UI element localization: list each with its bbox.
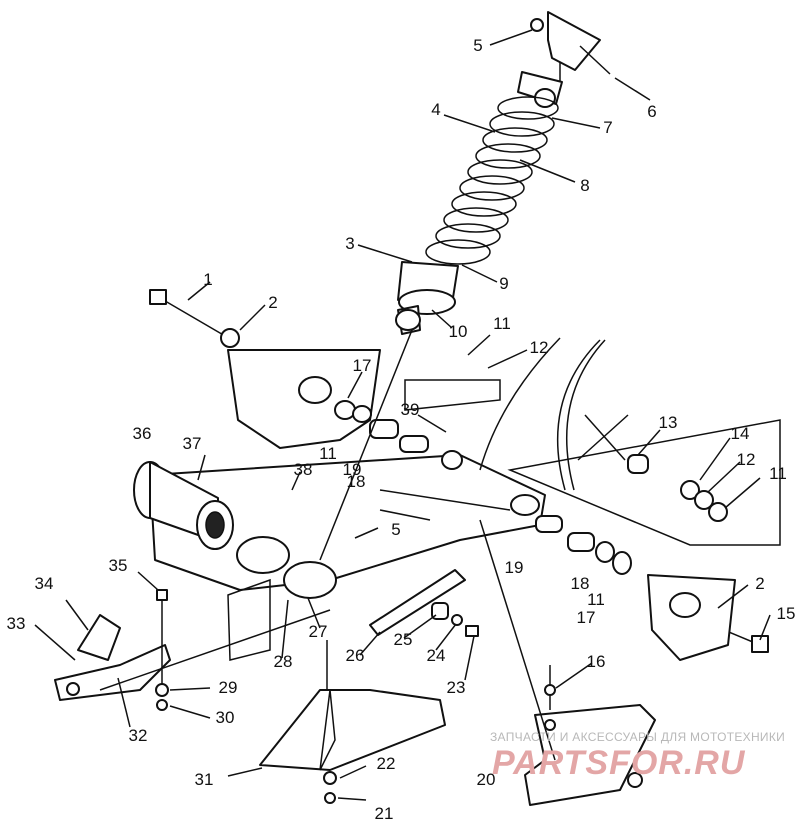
callout-3: 3	[345, 234, 355, 253]
clamps	[236, 536, 337, 599]
callout-35: 35	[108, 556, 128, 575]
callout-11-left: 11	[319, 444, 337, 463]
shock-spring	[425, 96, 559, 265]
callout-23: 23	[446, 678, 466, 697]
callout-28: 28	[273, 652, 293, 671]
callout-11-lower: 11	[587, 590, 605, 609]
callout-32: 32	[128, 726, 148, 745]
callout-5-lower: 5	[391, 520, 401, 539]
callout-19: 19	[342, 460, 362, 479]
right-bushings	[510, 494, 632, 575]
callout-11: 11	[493, 314, 511, 333]
callout-1: 1	[203, 270, 213, 289]
callout-27: 27	[308, 622, 328, 641]
callout-18: 18	[346, 472, 366, 491]
rail-slide	[259, 689, 446, 804]
lower-left-bracket	[54, 614, 171, 701]
callout-34: 34	[34, 574, 54, 593]
long-bolt-35	[155, 589, 169, 711]
lower-right-bracket	[524, 665, 656, 806]
callout-39: 39	[400, 400, 420, 419]
callout-24: 24	[426, 646, 446, 665]
callout-36: 36	[132, 424, 152, 443]
callout-19-right: 19	[504, 558, 524, 577]
callout-17-right: 17	[576, 608, 596, 627]
cross-tube	[133, 461, 234, 550]
callout-14: 14	[730, 424, 750, 443]
callout-2-right: 2	[755, 574, 765, 593]
callout-26: 26	[345, 646, 365, 665]
watermark-logo: PARTSFOR.RU	[492, 744, 746, 782]
callout-13: 13	[658, 413, 678, 432]
callout-5: 5	[473, 36, 483, 55]
callout-12: 12	[529, 338, 549, 357]
callout-30: 30	[215, 708, 235, 727]
watermark-caption: ЗАПЧАСТИ И АКСЕССУАРЫ ДЛЯ МОТОТЕХНИКИ	[490, 730, 786, 744]
callout-12-right: 12	[736, 450, 756, 469]
left-side-plate	[227, 349, 381, 449]
idler-wheel-arc	[479, 337, 606, 491]
callout-leaders	[34, 29, 771, 801]
assembly-lines	[99, 329, 781, 761]
callout-15: 15	[776, 604, 796, 623]
callout-8: 8	[580, 176, 590, 195]
right-side-plate	[647, 574, 736, 661]
shock-body	[395, 261, 459, 335]
callout-17: 17	[352, 356, 372, 375]
callout-18-right: 18	[570, 574, 590, 593]
callout-9: 9	[499, 274, 509, 293]
callout-22: 22	[376, 754, 396, 773]
upper-mount-bracket	[547, 11, 601, 82]
left-bushings	[334, 400, 463, 470]
slide-guide	[369, 569, 479, 637]
callout-6: 6	[647, 102, 657, 121]
callout-31: 31	[194, 770, 214, 789]
callout-38: 38	[293, 460, 313, 479]
callout-25: 25	[393, 630, 413, 649]
callout-7: 7	[603, 118, 613, 137]
callout-10: 10	[448, 322, 468, 341]
wheel-hub	[577, 414, 728, 522]
callout-20: 20	[476, 770, 496, 789]
callout-21: 21	[374, 804, 394, 823]
callout-11-right: 11	[769, 464, 787, 483]
callout-4: 4	[431, 100, 441, 119]
callout-16: 16	[586, 652, 606, 671]
callout-2: 2	[268, 293, 278, 312]
callout-29: 29	[218, 678, 238, 697]
callout-33: 33	[6, 614, 26, 633]
shock-upper-eye	[517, 71, 563, 108]
callout-37: 37	[182, 434, 202, 453]
